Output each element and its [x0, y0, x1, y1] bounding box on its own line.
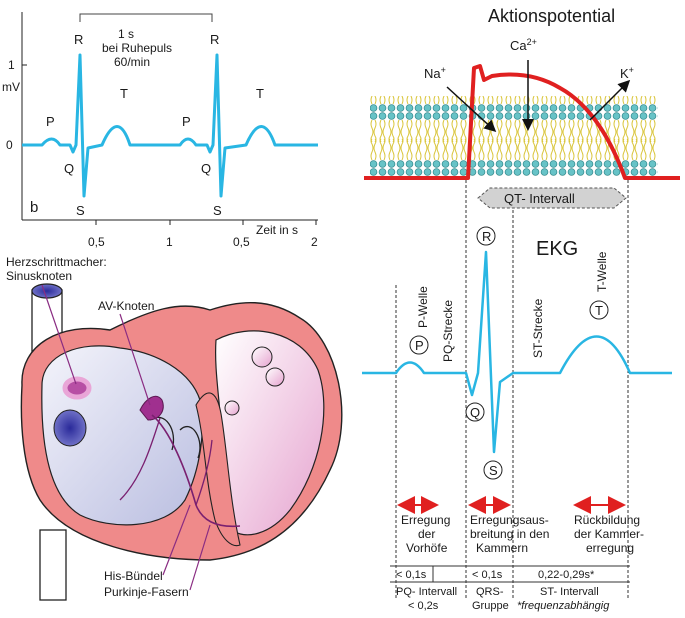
na-charge: + [441, 65, 446, 75]
qrs-label-2: Gruppe [472, 600, 509, 612]
wave-label-r1: R [74, 32, 83, 47]
p-welle-label: P-Welle [416, 286, 430, 328]
pointer-his [162, 504, 191, 576]
pointer-purkinje [189, 524, 211, 591]
qrs-value: < 0,1s [472, 569, 503, 581]
qt-interval-label: QT- Intervall [504, 191, 575, 206]
panel-letter: b [30, 199, 38, 216]
phase-3-line-3: erregung [586, 541, 634, 555]
st-label-2: *frequenzabhängig [517, 600, 610, 612]
pulmonary-vein-2 [265, 367, 285, 387]
label-pacemaker-2: Sinusknoten [6, 269, 72, 283]
pointer-sinus [41, 284, 77, 385]
qrs-label-1: QRS- [476, 586, 504, 598]
ca-charge: 2+ [527, 37, 537, 47]
dashed-guides [395, 180, 629, 600]
wave-label-s2: S [213, 203, 222, 218]
x-tick-1: 0,5 [88, 235, 105, 249]
wave-label-s1: S [76, 203, 85, 218]
st-strecke-label: ST-Strecke [531, 298, 545, 358]
phase-1-line-2: der [418, 527, 435, 541]
label-purkinje: Purkinje-Fasern [104, 585, 189, 599]
wave-label-p1: P [46, 114, 55, 129]
phase-1-line-3: Vorhöfe [406, 541, 448, 555]
ekg-panel: EKG P-Welle PQ-Strecke ST-Strecke T-Well… [362, 180, 672, 612]
action-potential-panel: Aktionspotential Na+ Ca2+ K+ QT- Interva… [364, 6, 680, 209]
y-tick-1: 1 [8, 58, 15, 72]
circle-p [409, 335, 429, 355]
his-bundle [151, 414, 241, 528]
x-tick-2: 1 [166, 235, 173, 249]
circle-r [476, 226, 496, 246]
label-pacemaker-1: Herzschrittmacher: [6, 255, 107, 269]
circle-t [589, 300, 609, 320]
bracket-line-1: 1 s [118, 27, 134, 41]
circle-t-label: T [595, 303, 603, 318]
k-label: K+ [620, 65, 634, 81]
ca-label: Ca2+ [510, 37, 537, 53]
k-charge: + [629, 65, 634, 75]
circle-p-label: P [415, 338, 424, 353]
action-potential-curve [364, 64, 680, 180]
x-tick-3: 0,5 [233, 235, 250, 249]
wave-label-q2: Q [201, 161, 211, 176]
pointer-av [119, 313, 151, 406]
pulmonary-vein-3 [224, 400, 240, 416]
pq-value: < 0,1s [396, 569, 427, 581]
wave-label-p2: P [182, 114, 191, 129]
pq-label-2: < 0,2s [408, 600, 439, 612]
phase-2-line-1: Erregungsaus- [470, 513, 549, 527]
phase-3-line-1: Rückbildung [574, 513, 640, 527]
x-axis-label: Zeit in s [256, 223, 298, 237]
one-second-bracket [79, 13, 213, 22]
purkinje-fibers [119, 417, 213, 506]
ecg-trace-top [22, 53, 318, 198]
circle-q [465, 402, 485, 422]
ekg-trace [362, 250, 672, 454]
label-his-bundle: His-Bündel [104, 569, 163, 583]
phase-3-line-2: der Kammer- [574, 527, 644, 541]
pq-label-1: PQ- Intervall [396, 586, 457, 598]
y-unit-label: mV [2, 80, 20, 94]
heart-illustration: Herzschrittmacher: Sinusknoten AV-Knoten [6, 255, 343, 601]
pulmonary-vein-1 [251, 346, 273, 368]
y-tick-0: 0 [6, 138, 13, 152]
na-arrow [446, 86, 497, 133]
circle-r-label: R [482, 229, 491, 244]
ap-title: Aktionspotential [488, 6, 615, 26]
circle-s [483, 460, 503, 480]
label-av-node: AV-Knoten [98, 299, 154, 313]
wave-label-t1: T [120, 86, 128, 101]
septum [195, 392, 241, 547]
cell-membrane [370, 96, 658, 176]
inferior-vena-cava [39, 529, 67, 601]
wave-label-r2: R [210, 32, 219, 47]
qt-interval-box [477, 187, 627, 209]
na-label: Na+ [424, 65, 446, 81]
sinus-node [62, 376, 92, 400]
ekg-title: EKG [536, 238, 578, 260]
phase-2-line-3: Kammern [476, 541, 528, 555]
bracket-line-2: bei Ruhepuls [102, 41, 172, 55]
wave-label-t2: T [256, 86, 264, 101]
t-welle-label: T-Welle [595, 251, 609, 292]
x-tick-4: 2 [311, 235, 318, 249]
bracket-line-3: 60/min [114, 55, 150, 69]
pq-strecke-label: PQ-Strecke [441, 300, 455, 362]
phase-2-line-2: breitung in den [470, 527, 549, 541]
ecg-top-panel: 1 mV 0 b 0,5 1 0,5 2 Zeit in s 1 s bei R… [2, 12, 318, 249]
circle-s-label: S [489, 463, 498, 478]
k-arrow [589, 79, 631, 121]
phase-1-line-1: Erregung [401, 513, 450, 527]
qt-value: 0,22-0,29s* [538, 569, 595, 581]
circle-q-label: Q [470, 405, 480, 420]
coronary-sinus-opening [53, 409, 87, 447]
interval-table [390, 565, 630, 583]
wave-label-q1: Q [64, 161, 74, 176]
vena-cava-opening [31, 283, 63, 299]
st-label-1: ST- Intervall [540, 586, 599, 598]
av-node [139, 395, 164, 421]
